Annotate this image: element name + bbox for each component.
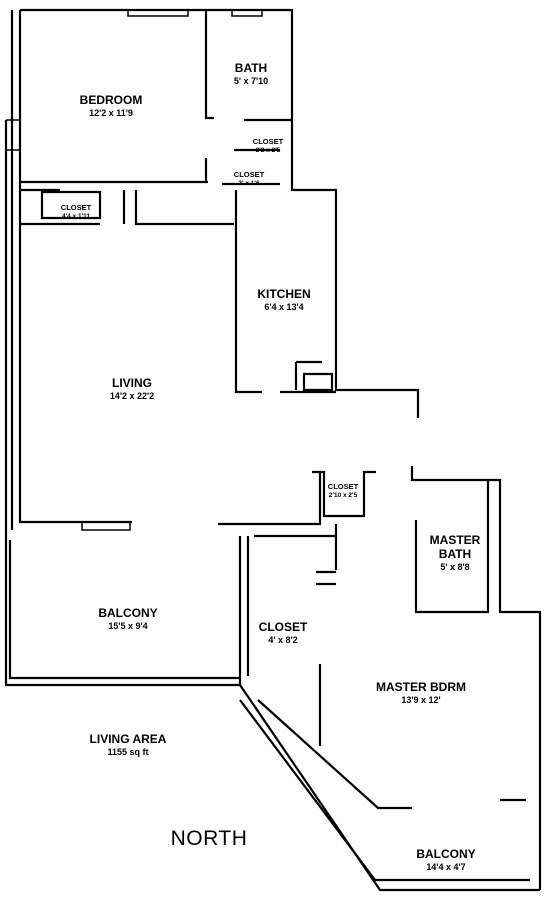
window-bedroom-side [6,119,20,151]
room-dimensions: 4' x 8'2 [268,634,298,645]
wall-bath [204,8,420,418]
room-dimensions: 5' x 8'8 [440,561,470,572]
living-area-label: LIVING AREA [89,732,167,746]
room-name: CLOSET [252,137,284,146]
room-dimensions: 14'4 x 4'7 [426,861,466,872]
wall-balcony-west [8,536,242,685]
room-name: KITCHEN [257,287,311,301]
room-name: BEDROOM [79,93,143,107]
room-bath: BATH 5' x 7'10 [233,61,269,86]
wall-west-outer [4,120,240,687]
wall-west-inner [18,182,132,524]
window-bath-top [231,10,263,17]
room-name: CLOSET [60,203,92,212]
wall-kitchen [234,190,336,394]
room-closet-bedroom: CLOSET 4'4 x 1'11 [60,203,92,220]
room-dimensions: 6'4 x 13'4 [264,301,304,312]
room-closet-bath: CLOSET 2'2 x 2'5 [252,137,284,154]
wall-master-closet [246,534,336,746]
room-living: LIVING 14'2 x 22'2 [109,376,155,401]
room-dimensions: 3' x 1'6 [238,179,260,187]
wall-bedroom-closet [20,188,234,226]
room-dimensions: 2'10 x 2'5 [328,491,358,499]
room-name: MASTER BATH [429,533,481,561]
room-balcony-east: BALCONY 14'4 x 4'7 [416,847,476,872]
room-name: CLOSET [258,620,308,634]
room-dimensions: 13'9 x 12' [401,694,441,705]
room-bedroom: BEDROOM 12'2 x 11'9 [79,93,143,118]
room-dimensions: 12'2 x 11'9 [89,107,133,118]
room-balcony-west: BALCONY 15'5 x 9'4 [98,606,158,631]
room-kitchen: KITCHEN 6'4 x 13'4 [257,287,311,312]
room-name: MASTER BDRM [376,680,466,694]
room-master-bath: MASTER BATH 5' x 8'8 [429,533,481,572]
room-dimensions: 5' x 7'10 [233,75,269,86]
living-area-value: 1155 sq ft [107,746,149,757]
room-name: BALCONY [416,847,476,861]
room-name: BALCONY [98,606,158,620]
window-living-balcony [81,522,131,531]
wall-master-east [410,466,542,890]
room-name: BATH [234,61,268,75]
window-bedroom-top [127,10,189,17]
compass-north-label: NORTH [170,827,248,850]
room-dimensions: 2'2 x 2'5 [255,146,281,154]
room-master-bdrm: MASTER BDRM 13'9 x 12' [376,680,466,705]
room-dimensions: 14'2 x 22'2 [109,390,155,401]
room-closet-master: CLOSET 4' x 8'2 [258,620,308,645]
wall-balcony-east [239,684,540,892]
room-closet-center: CLOSET 2'10 x 2'5 [327,482,359,499]
room-closet-hall: CLOSET 3' x 1'6 [233,170,265,187]
room-name: LIVING [111,376,153,390]
room-dimensions: 4'4 x 1'11 [61,212,91,220]
wall-center-closet [218,470,376,570]
wall-bedroom [10,8,208,530]
living-area-total: LIVING AREA 1155 sq ft [89,732,167,757]
room-name: CLOSET [327,482,359,491]
room-name: CLOSET [233,170,265,179]
room-dimensions: 15'5 x 9'4 [108,620,148,631]
